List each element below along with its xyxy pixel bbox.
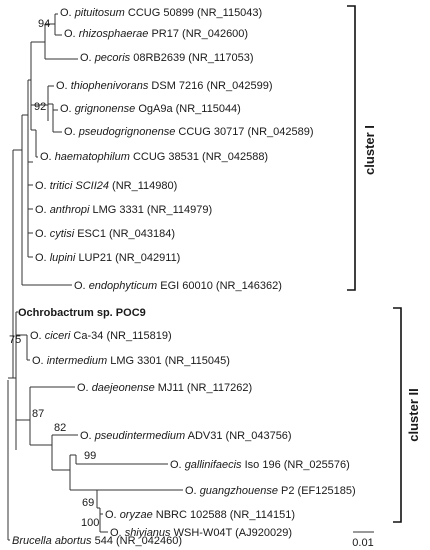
taxon-label-outgroup: Brucella abortus 544 (NR_042460) [12, 535, 182, 547]
bootstrap-value: 100 [81, 517, 99, 529]
bootstrap-values: 94 92 75 87 82 99 69 100 [9, 18, 99, 529]
bootstrap-value: 94 [38, 18, 50, 30]
tree-branches [7, 13, 374, 541]
bootstrap-value: 82 [54, 422, 66, 434]
cluster-i-label: cluster I [362, 125, 377, 175]
taxon-label-poc9: Ochrobactrum sp. POC9 [18, 307, 146, 319]
taxon-label: O. intermedium LMG 3301 (NR_115045) [32, 355, 230, 367]
bootstrap-value: 75 [9, 334, 21, 346]
taxon-label: O. gallinifaecis Iso 196 (NR_025576) [170, 459, 350, 471]
taxon-label: O. pseudintermedium ADV31 (NR_043756) [80, 430, 292, 442]
taxon-label: O. oryzae NBRC 102588 (NR_114151) [105, 509, 295, 521]
taxon-label: O. grignonense OgA9a (NR_115044) [60, 103, 241, 115]
taxon-label: O. pituitosum CCUG 50899 (NR_115043) [60, 7, 262, 19]
bootstrap-value: 69 [82, 497, 94, 509]
taxon-label: O. anthropi LMG 3331 (NR_114979) [35, 204, 212, 216]
taxon-label: O. ciceri Ca-34 (NR_115819) [30, 330, 172, 342]
cluster-brackets: cluster I cluster II [347, 5, 421, 523]
taxon-label: O. tritici SCII24 (NR_114980) [35, 180, 177, 192]
cluster-ii-bracket [393, 307, 402, 523]
taxon-labels: O. pituitosum CCUG 50899 (NR_115043) O. … [12, 7, 356, 547]
bootstrap-value: 87 [32, 408, 44, 420]
taxon-label: O. endophyticum EGI 60010 (NR_146362) [74, 280, 282, 292]
taxon-label: O. shiyianus WSH-W04T (AJ920029) [110, 527, 292, 539]
cluster-ii-label: cluster II [406, 388, 421, 441]
taxon-label: O. thiophenivorans DSM 7216 (NR_042599) [56, 80, 273, 92]
bootstrap-value: 99 [84, 450, 96, 462]
bootstrap-value: 92 [34, 101, 46, 113]
scale-bar-label: 0.01 [352, 537, 373, 549]
taxon-label: O. guangzhouense P2 (EF125185) [185, 485, 356, 497]
taxon-label: O. rhizosphaerae PR17 (NR_042600) [64, 28, 248, 40]
taxon-label: O. pseudogrignonense CCUG 30717 (NR_0425… [64, 126, 314, 138]
taxon-label: O. cytisi ESC1 (NR_043184) [35, 228, 175, 240]
taxon-label: O. lupini LUP21 (NR_042911) [35, 252, 180, 264]
cluster-i-bracket [347, 5, 356, 291]
taxon-label: O. pecoris 08RB2639 (NR_117053) [80, 52, 253, 64]
taxon-label: O. daejeonense MJ11 (NR_117262) [77, 382, 252, 394]
taxon-label: O. haematophilum CCUG 38531 (NR_042588) [40, 151, 268, 163]
